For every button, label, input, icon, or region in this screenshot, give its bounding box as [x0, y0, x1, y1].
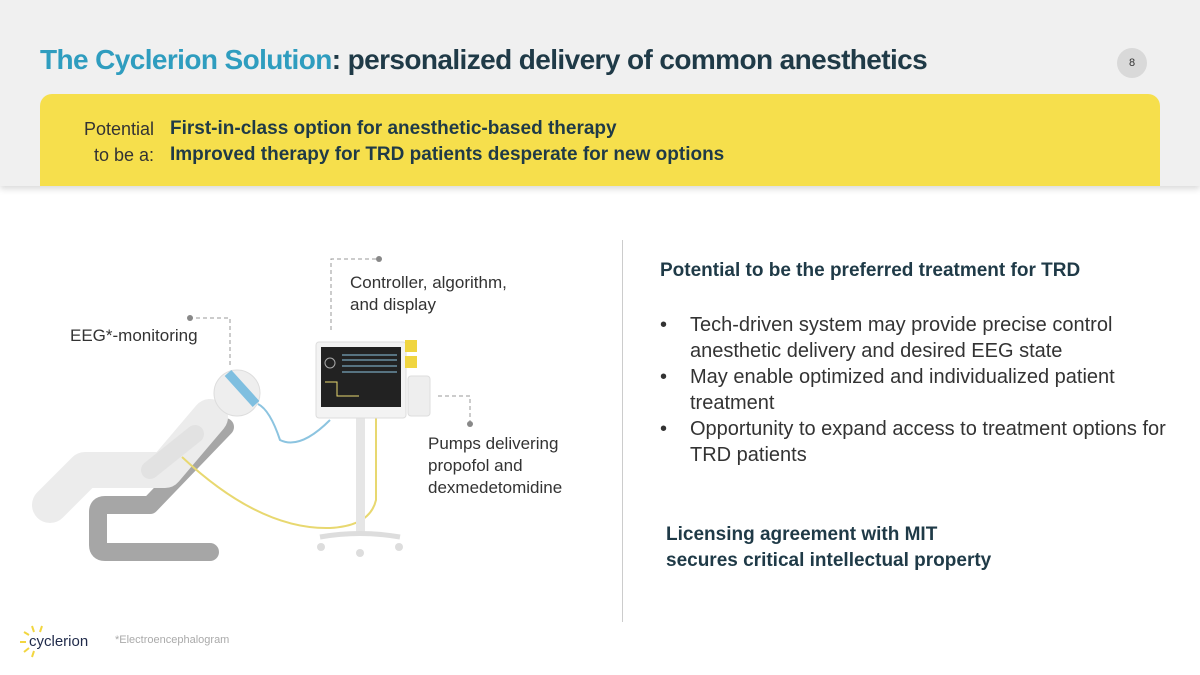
header-area: The Cyclerion Solution: personalized del… [0, 0, 1200, 186]
claims: First-in-class option for anesthetic-bas… [170, 118, 725, 165]
pump-unit [407, 375, 431, 417]
list-item: Opportunity to expand access to treatmen… [660, 416, 1180, 468]
footnote: *Electroencephalogram [115, 634, 230, 646]
page-title: The Cyclerion Solution: personalized del… [40, 44, 928, 75]
eeg-cap [224, 369, 260, 408]
benefit-list: Tech-driven system may provide precise c… [660, 312, 1180, 468]
chair [89, 418, 234, 561]
list-item: May enable optimized and individualized … [660, 364, 1180, 416]
controller-label: Controller, algorithm,and display [350, 273, 507, 314]
cyclerion-logo: cyclerion [18, 622, 108, 663]
treatment-illustration [32, 256, 473, 561]
sunburst-icon: cyclerion [20, 625, 88, 658]
patient-head [213, 369, 261, 417]
svg-text:cyclerion: cyclerion [29, 633, 88, 650]
right-heading: Potential to be the preferred treatment … [660, 260, 1081, 281]
page-number: 8 [1117, 48, 1147, 78]
list-item: Tech-driven system may provide precise c… [660, 312, 1180, 364]
eeg-label: EEG*-monitoring [70, 326, 198, 345]
divider [622, 240, 623, 622]
